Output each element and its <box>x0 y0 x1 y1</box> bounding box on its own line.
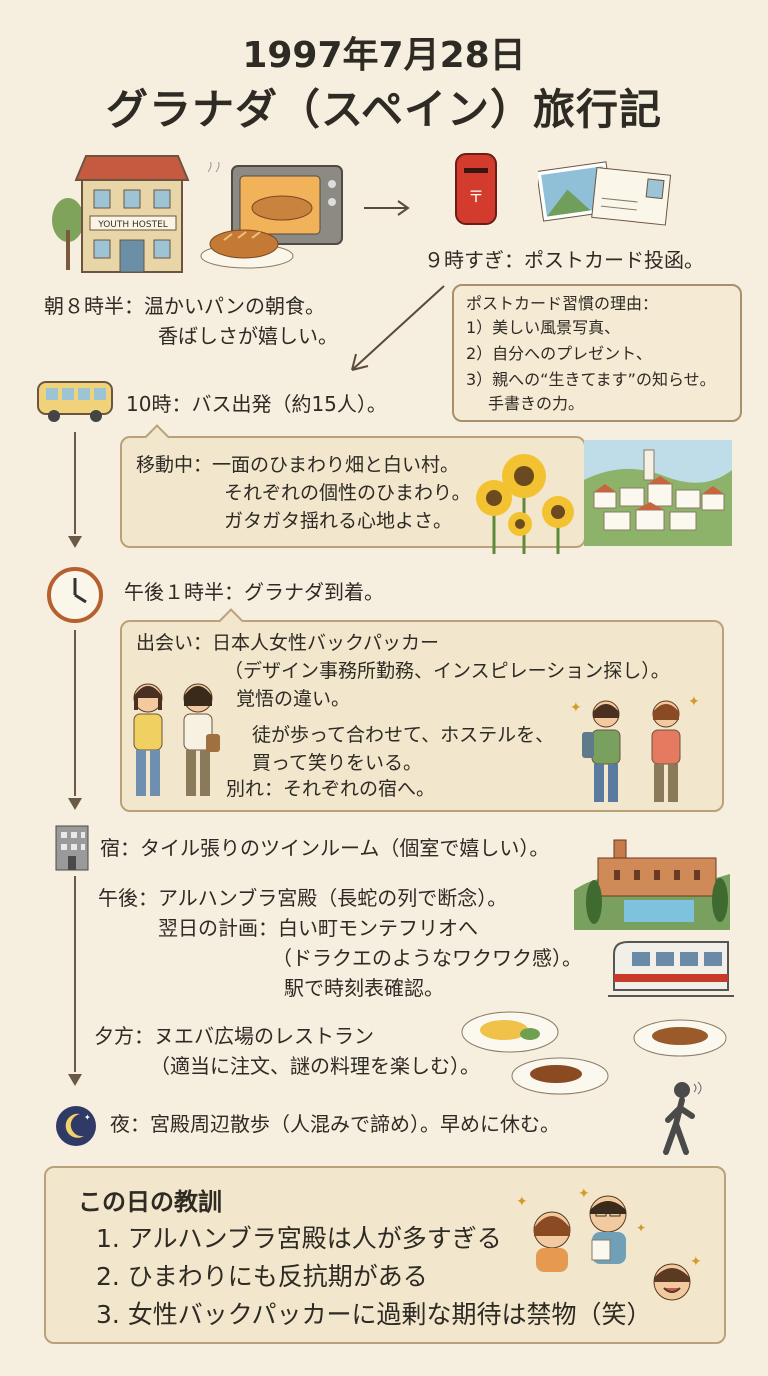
train-icon <box>608 934 734 1004</box>
night-line: 夜：宮殿周辺散歩（人混みで諦め）。早めに休む。 <box>110 1112 560 1136</box>
building-icon <box>52 824 92 872</box>
afternoon-line-4: 駅で時刻表確認。 <box>284 976 444 1000</box>
lodging-line: 宿：タイル張りのツインルーム（個室で嬉しい）。 <box>100 836 550 860</box>
postcard-icon <box>538 158 673 233</box>
lesson-item-2: 2. ひまわりにも反抗期がある <box>96 1262 428 1291</box>
afternoon-line-1: 午後：アルハンブラ宮殿（長蛇の列で断念）。 <box>98 886 508 910</box>
morning-line-1: 朝８時半：温かいパンの朝食。 <box>44 294 325 318</box>
bus-departure-line: 10時：バス出発（約15人）。 <box>126 392 387 416</box>
timeline-arrow-1 <box>68 536 82 548</box>
meeting-line-1: 出会い：日本人女性バックパッカー <box>136 632 440 654</box>
timeline-segment-2 <box>74 630 76 796</box>
timeline-arrow-2 <box>68 798 82 810</box>
svg-text:✦: ✦ <box>636 1221 646 1235</box>
clock-icon <box>46 566 104 624</box>
timeline-arrow-3 <box>68 1074 82 1086</box>
afternoon-line-3: （ドラクエのようなワクワク感）。 <box>272 946 582 970</box>
meeting-line-3: 覚悟の違い。 <box>236 688 351 710</box>
walking-person-icon <box>656 1080 706 1156</box>
moon-icon: ✦ <box>54 1104 98 1148</box>
alhambra-icon <box>574 830 730 930</box>
meeting-box <box>120 620 724 812</box>
svg-text:✦: ✦ <box>516 1194 528 1210</box>
meeting-line-5: 買って笑りをいる。 <box>252 752 423 774</box>
postcard-caption: ９時すぎ：ポストカード投函。 <box>424 248 704 272</box>
morning-line-2: 香ばしさが嬉しい。 <box>158 324 338 348</box>
postcard-note-title: ポストカード習慣の理由： <box>466 294 659 313</box>
postcard-note-end: 手書きの力。 <box>488 394 585 413</box>
svg-text:✦: ✦ <box>570 700 582 716</box>
hostel-sign: YOUTH HOSTEL <box>97 220 168 230</box>
postcard-reason-3: 3）親への“生きてます”の知らせ。 <box>466 370 716 389</box>
arrow-right-icon <box>362 198 412 218</box>
postcard-reasons-note <box>452 284 742 422</box>
meeting-line-4: 徒が歩って合わせて、ホステルを、 <box>252 724 555 746</box>
date-heading: 1997年7月28日 <box>242 35 526 76</box>
sunflower-icon <box>470 450 580 556</box>
meeting-line-6: 別れ：それぞれの宿へ。 <box>226 778 436 800</box>
oven-icon <box>200 162 350 272</box>
arrival-line: 午後１時半：グラナダ到着。 <box>124 580 384 604</box>
svg-text:✦: ✦ <box>688 694 700 710</box>
people-laughing-icon: ✦ ✦ ✦ ✦ <box>512 1184 712 1314</box>
svg-text:〒: 〒 <box>468 187 484 206</box>
svg-text:✦: ✦ <box>690 1254 702 1270</box>
food-plate-icon <box>460 1008 730 1098</box>
lesson-item-1: 1. アルハンブラ宮殿は人が多すぎる <box>96 1224 502 1253</box>
backpacker-pair-icon: ✦ ✦ <box>566 690 706 806</box>
moving-line-2: それぞれの個性のひまわり。 <box>224 482 471 504</box>
page-title: グラナダ（スペイン）旅行記 <box>105 85 663 134</box>
postcard-reason-1: 1）美しい風景写真、 <box>466 318 621 337</box>
mailbox-icon: 〒 <box>452 150 502 230</box>
svg-text:✦: ✦ <box>84 1113 91 1122</box>
bus-icon <box>34 378 116 424</box>
hostel-icon: YOUTH HOSTEL <box>50 150 190 275</box>
evening-line-2: （適当に注文、謎の料理を楽しむ）。 <box>150 1054 480 1078</box>
bread-icon <box>200 218 295 270</box>
white-village-icon <box>584 440 732 546</box>
svg-text:✦: ✦ <box>578 1186 590 1202</box>
timeline-segment-1 <box>74 432 76 534</box>
moving-line-3: ガタガタ揺れる心地よさ。 <box>224 510 453 532</box>
evening-line-1: 夕方：ヌエバ広場のレストラン <box>94 1024 374 1048</box>
backpacker-icon <box>122 676 226 806</box>
afternoon-line-2: 翌日の計画：白い町モンテフリオへ <box>158 916 478 940</box>
timeline-segment-3 <box>74 876 76 1072</box>
lesson-item-3: 3. 女性バックパッカーに過剰な期待は禁物（笑） <box>96 1300 652 1329</box>
postcard-reason-2: 2）自分へのプレゼント、 <box>466 344 652 363</box>
arrow-diagonal-icon <box>340 282 450 378</box>
meeting-line-2: （デザイン事務所勤務、インスピレーション探し）。 <box>224 660 670 682</box>
moving-line-1: 移動中：一面のひまわり畑と白い村。 <box>136 454 460 476</box>
lessons-title: この日の教訓 <box>78 1188 222 1216</box>
